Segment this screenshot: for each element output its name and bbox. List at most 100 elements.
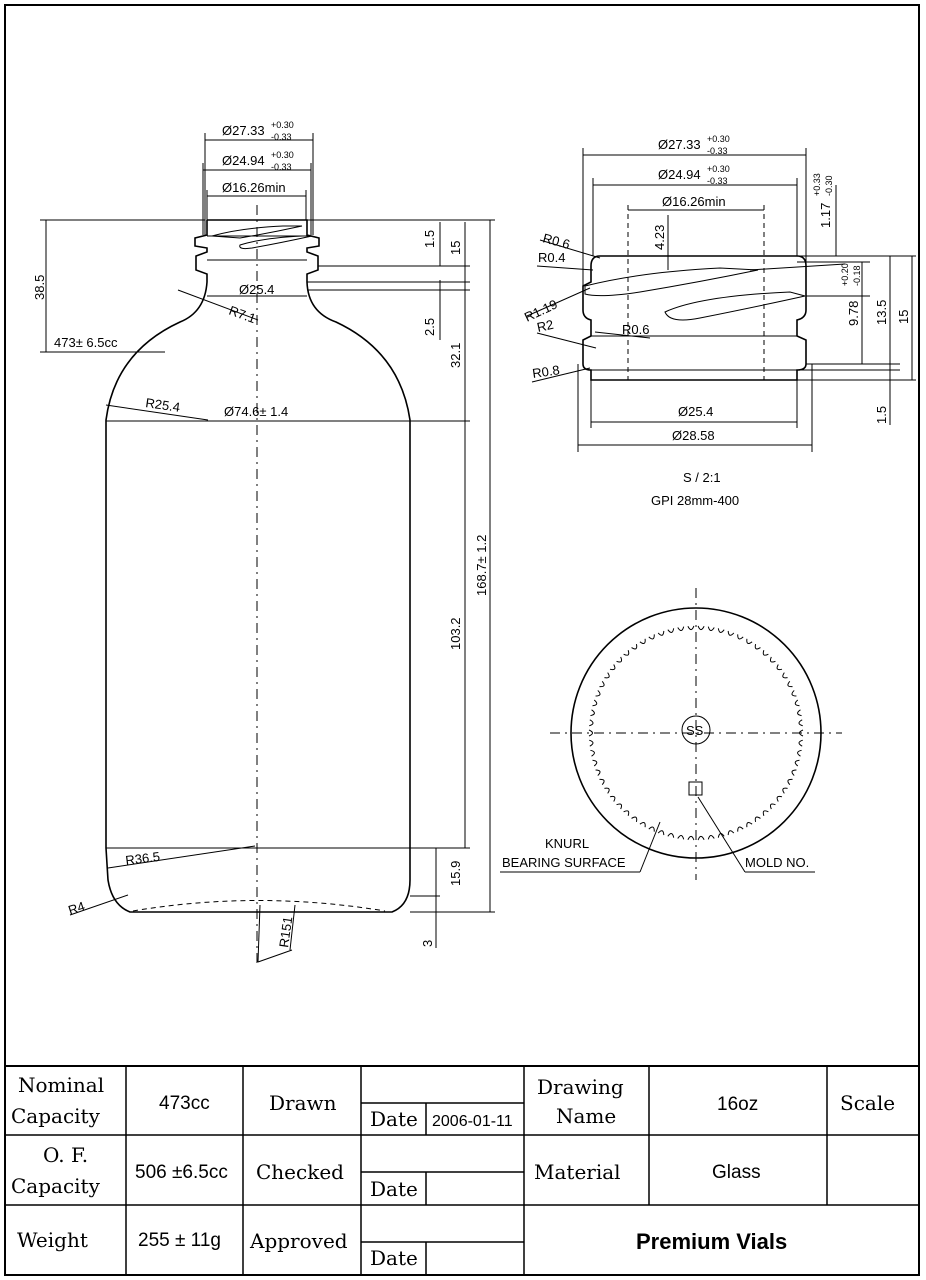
- knurl-ring: [588, 625, 804, 841]
- knurl-mark: [599, 778, 605, 786]
- finish-detail-view: Ø27.33 +0.30 -0.33 Ø24.94 +0.30 -0.33 Ø1…: [522, 134, 916, 508]
- knurl-mark: [648, 826, 655, 832]
- knurl-mark: [677, 626, 685, 632]
- v-9-78-tol-minus: -0.18: [852, 265, 862, 286]
- knurl-mark: [727, 630, 735, 636]
- of-capacity-label-1: O. F.: [43, 1143, 88, 1167]
- finish-flange-dia-label: Ø28.58: [672, 428, 715, 443]
- knurl-mark: [631, 643, 638, 650]
- knurl-mark: [798, 719, 803, 727]
- knurl-mark: [687, 625, 695, 631]
- knurl-mark: [657, 630, 665, 636]
- knurl-mark: [794, 759, 800, 767]
- knurl-mark: [667, 628, 675, 633]
- t-tol-minus: -0.30: [824, 175, 834, 196]
- drawing-name-label-1: Drawing: [537, 1075, 624, 1099]
- approved-label: Approved: [249, 1229, 348, 1253]
- finish-scale-caption: S / 2:1: [683, 470, 721, 485]
- r4-label: R4: [66, 898, 86, 917]
- drawn-date-label: Date: [370, 1107, 418, 1131]
- v-finish-15-label: 15: [896, 310, 911, 324]
- t-value-label: 1.17: [818, 203, 833, 228]
- v-3-label: 3: [420, 940, 435, 947]
- knurl-mark: [769, 803, 776, 810]
- sheet-border: [4, 4, 920, 1276]
- checked-label: Checked: [256, 1160, 344, 1184]
- knurl-mark: [798, 739, 803, 747]
- neck-base-dia-label: Ø25.4: [239, 282, 274, 297]
- knurl-mark: [776, 664, 783, 671]
- neck-outer-dia-label: Ø27.33: [222, 123, 265, 138]
- r0-4-label: R0.4: [538, 250, 565, 265]
- knurl-label-2: BEARING SURFACE: [502, 855, 626, 870]
- finish-outer-tol-plus: +0.30: [707, 134, 730, 144]
- drawn-label: Drawn: [269, 1091, 337, 1115]
- r25-4-label: R25.4: [145, 395, 181, 415]
- knurl-mark: [595, 769, 601, 776]
- knurl-mark: [589, 719, 594, 727]
- knurl-mark: [590, 709, 595, 717]
- knurl-mark: [609, 664, 616, 671]
- knurl-mark: [609, 795, 616, 802]
- knurl-mark: [599, 680, 605, 688]
- center-mark-label: SS: [686, 723, 704, 738]
- v-15-9-label: 15.9: [448, 861, 463, 886]
- neck-outer-tol-plus: +0.30: [271, 120, 294, 130]
- knurl-mark: [754, 816, 761, 823]
- knurl-mark: [797, 709, 802, 717]
- fill-capacity-label: 473± 6.5cc: [54, 335, 118, 350]
- knurl-mark: [797, 749, 802, 757]
- neck-outer-tol-minus: -0.33: [271, 132, 292, 142]
- finish-thread-tol-minus: -0.33: [707, 176, 728, 186]
- knurl-mark: [697, 835, 705, 841]
- knurl-mark: [787, 680, 793, 688]
- knurl-mark: [604, 787, 610, 794]
- nominal-capacity-label-2: Capacity: [11, 1104, 101, 1128]
- knurl-mark: [717, 628, 725, 633]
- r0-6-top-label: R0.6: [541, 230, 571, 252]
- knurl-mark: [616, 803, 623, 810]
- knurl-mark: [595, 690, 601, 697]
- knurl-mark: [762, 810, 769, 816]
- knurl-mark: [787, 778, 793, 786]
- drawn-date-value: 2006-01-11: [432, 1113, 513, 1130]
- finish-neck-dia-label: Ø25.4: [678, 404, 713, 419]
- body-dia-label: Ø74.6± 1.4: [224, 404, 288, 419]
- of-capacity-value: 506 ±6.5cc: [135, 1162, 228, 1183]
- knurl-mark: [657, 830, 665, 836]
- knurl-mark: [592, 699, 598, 707]
- knurl-mark: [604, 672, 610, 679]
- knurl-mark: [737, 826, 744, 832]
- neck-thread-tol-plus: +0.30: [271, 150, 294, 160]
- bottle-side-view: Ø27.33 +0.30 -0.33 Ø24.94 +0.30 -0.33 Ø1…: [32, 120, 495, 965]
- v-32-1-label: 32.1: [448, 343, 463, 368]
- fill-height-label: 38.5: [32, 275, 47, 300]
- weight-label: Weight: [17, 1228, 88, 1252]
- r0-6-mid-label: R0.6: [622, 322, 649, 337]
- knurl-mark: [782, 672, 788, 679]
- v-finish-1-5-label: 1.5: [874, 406, 889, 424]
- finish-thread-tol-plus: +0.30: [707, 164, 730, 174]
- knurl-mark: [791, 690, 797, 697]
- base-view: SS KNURL BEARING SURFACE MOLD NO.: [500, 588, 842, 880]
- v-168-7-label: 168.7± 1.2: [474, 535, 489, 596]
- knurl-mark: [592, 759, 598, 767]
- v-103-2-label: 103.2: [448, 617, 463, 650]
- knurl-mark: [776, 795, 783, 802]
- knurl-mark: [648, 634, 655, 640]
- knurl-mark: [754, 643, 761, 650]
- of-capacity-label-2: Capacity: [11, 1174, 101, 1198]
- knurl-mark: [590, 749, 595, 757]
- knurl-mark: [589, 739, 594, 747]
- v-9-78-label: 9.78: [846, 301, 861, 326]
- r0-8-label: R0.8: [531, 362, 560, 381]
- knurl-mark: [794, 699, 800, 707]
- knurl-mark: [677, 834, 685, 840]
- nominal-capacity-value: 473cc: [159, 1093, 210, 1114]
- finish-spec-caption: GPI 28mm-400: [651, 493, 739, 508]
- knurl-mark: [667, 833, 675, 838]
- knurl-mark: [588, 729, 593, 737]
- v-1-5-label: 1.5: [422, 230, 437, 248]
- knurl-mark: [791, 769, 797, 776]
